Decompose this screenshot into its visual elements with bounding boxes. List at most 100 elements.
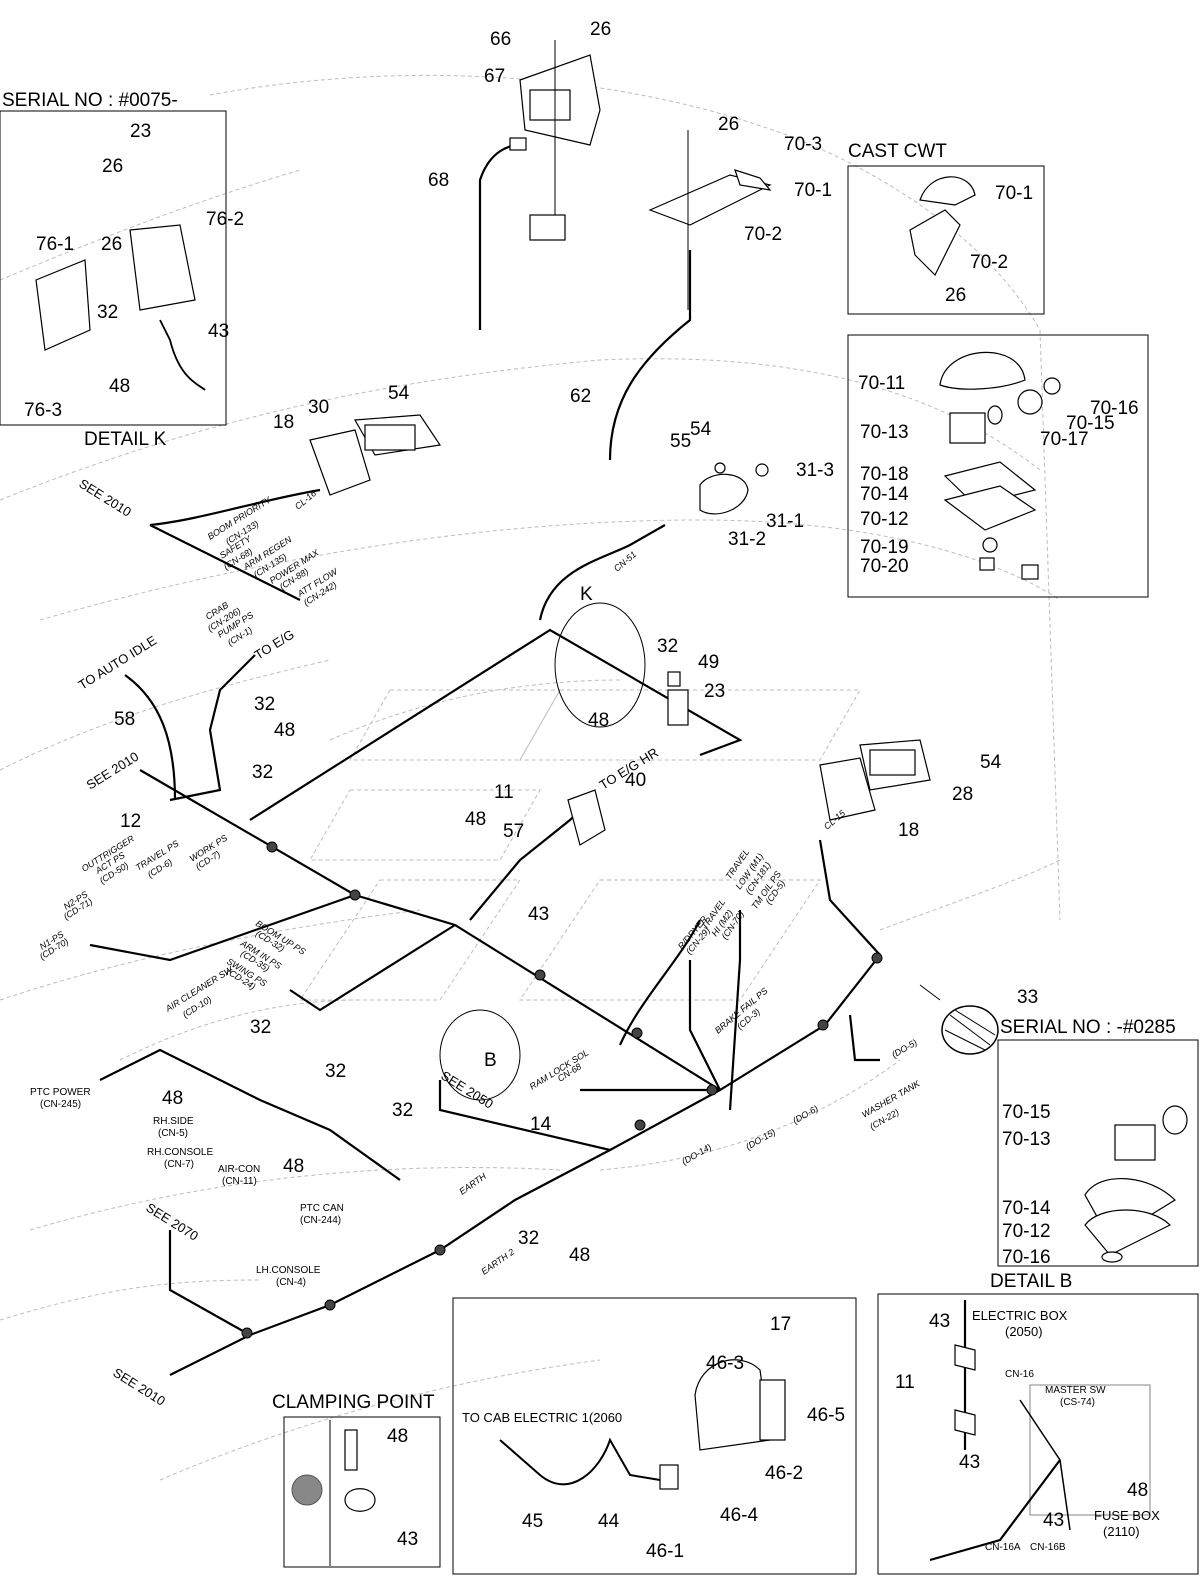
part-label: 43: [1043, 1510, 1064, 1531]
part-label: 18: [898, 820, 919, 841]
part-label: 32: [392, 1100, 413, 1121]
part-label: 46-5: [807, 1405, 845, 1426]
callout-to-cab-electric: TO CAB ELECTRIC 1(2060: [462, 1410, 622, 1425]
components: [35, 40, 1188, 1566]
master-sw-ref: (CS-74): [1060, 1397, 1095, 1408]
connector-tag: CN-51: [612, 549, 638, 573]
ptc-power-label: PTC POWER: [30, 1087, 91, 1098]
connector-tag: (DO-14): [680, 1142, 713, 1167]
part-label: 30: [308, 397, 329, 418]
part-label: 46-4: [720, 1505, 758, 1526]
part-label: 11: [494, 782, 514, 803]
part-label: 31-1: [766, 511, 804, 532]
part-label: 55: [670, 431, 691, 452]
background-machine-outline: [0, 74, 1061, 1481]
part-label: 26: [945, 285, 966, 306]
part-label: 70-12: [1002, 1221, 1051, 1242]
electric-box-label: ELECTRIC BOX: [972, 1308, 1068, 1323]
part-label: 70-15: [1066, 413, 1115, 434]
callout-see-2050: SEE 2050: [438, 1068, 496, 1112]
rh-side-label: RH.SIDE: [153, 1116, 194, 1127]
lh-console-ref: (CN-4): [276, 1277, 306, 1288]
clamping-point-title: CLAMPING POINT: [272, 1392, 435, 1413]
callout-see-2010: SEE 2010: [76, 476, 134, 520]
part-label: 28: [952, 784, 973, 805]
part-label: 70-12: [860, 509, 909, 530]
part-labels: 26 66 67 68 26 70-3 70-1 70-2 70-1 70-2 …: [24, 19, 1148, 1562]
callout-see-2010: SEE 2010: [84, 749, 142, 793]
callout-to-auto-idle: TO AUTO IDLE: [76, 632, 160, 692]
part-label: 48: [109, 376, 130, 397]
part-label: 48: [283, 1156, 304, 1177]
part-label: 23: [130, 121, 151, 142]
part-label: 14: [530, 1114, 552, 1135]
callout-see-2070: SEE 2070: [143, 1200, 201, 1244]
part-label: 48: [162, 1088, 183, 1109]
part-label: 40: [625, 770, 646, 791]
part-label: 58: [114, 709, 135, 730]
cn16a-label: CN-16A: [985, 1542, 1021, 1553]
cn16-label: CN-16: [1005, 1369, 1034, 1380]
part-label: 12: [120, 811, 141, 832]
part-label: 32: [254, 694, 275, 715]
part-label: 70-11: [858, 373, 905, 394]
part-label: 26: [590, 19, 611, 40]
part-label: 17: [770, 1314, 791, 1335]
air-con-label: AIR-CON: [218, 1164, 260, 1175]
part-label: 70-18: [860, 464, 909, 485]
part-label: 18: [273, 412, 294, 433]
part-label: 32: [518, 1228, 539, 1249]
detail-frames: [0, 110, 1199, 1575]
part-label: 76-1: [36, 234, 74, 255]
fuse-box-ref: (2110): [1103, 1524, 1140, 1539]
part-label: 43: [208, 321, 229, 342]
part-label: 70-15: [1002, 1102, 1051, 1123]
part-label: 32: [97, 302, 118, 323]
part-label: 31-3: [796, 460, 834, 481]
part-label: 44: [598, 1511, 620, 1532]
connector-tag: (DO-15): [744, 1127, 777, 1152]
part-label: 76-3: [24, 400, 62, 421]
callout-to-eg: TO E/G: [252, 627, 297, 663]
part-label: 70-16: [1002, 1247, 1051, 1268]
part-label: 66: [490, 29, 511, 50]
part-label: 70-20: [860, 556, 909, 577]
part-label: 70-1: [995, 183, 1033, 204]
part-label: 32: [250, 1017, 271, 1038]
connector-tag: (DO-6): [791, 1103, 820, 1125]
part-label: 48: [1127, 1480, 1148, 1501]
part-label: 70-13: [1002, 1129, 1051, 1150]
part-label: 46-3: [706, 1353, 744, 1374]
lh-console-label: LH.CONSOLE: [256, 1265, 321, 1276]
detail-b-title: DETAIL B: [990, 1271, 1072, 1292]
part-label: K: [580, 584, 593, 605]
part-label: 48: [465, 809, 486, 830]
part-label: 48: [274, 720, 295, 741]
part-label: 48: [588, 710, 609, 731]
part-label: 46-2: [765, 1463, 803, 1484]
master-sw-label: MASTER SW: [1045, 1385, 1106, 1396]
rh-console-ref: (CN-7): [164, 1159, 194, 1170]
part-label: 57: [503, 821, 524, 842]
part-label: 76-2: [206, 209, 244, 230]
part-label: 68: [428, 170, 449, 191]
ptc-power-ref: (CN-245): [40, 1099, 81, 1110]
detail-titles: SERIAL NO : #0075- DETAIL K CAST CWT SER…: [2, 90, 1176, 1413]
part-label: 54: [690, 419, 712, 440]
part-label: 70-17: [1040, 429, 1089, 450]
part-label: 70-1: [794, 180, 832, 201]
rh-side-ref: (CN-5): [158, 1128, 188, 1139]
ptc-can-label: PTC CAN: [300, 1203, 344, 1214]
part-label: 70-3: [784, 134, 822, 155]
part-label: 32: [252, 762, 273, 783]
part-label: 43: [929, 1311, 950, 1332]
part-label: 54: [980, 752, 1002, 773]
part-label: 32: [325, 1061, 346, 1082]
rh-console-label: RH.CONSOLE: [147, 1147, 213, 1158]
part-label: 70-16: [1090, 398, 1139, 419]
cn16b-label: CN-16B: [1030, 1542, 1066, 1553]
electric-box-ref: (2050): [1005, 1324, 1043, 1339]
part-label: 11: [895, 1372, 915, 1393]
part-label: 67: [484, 66, 505, 87]
